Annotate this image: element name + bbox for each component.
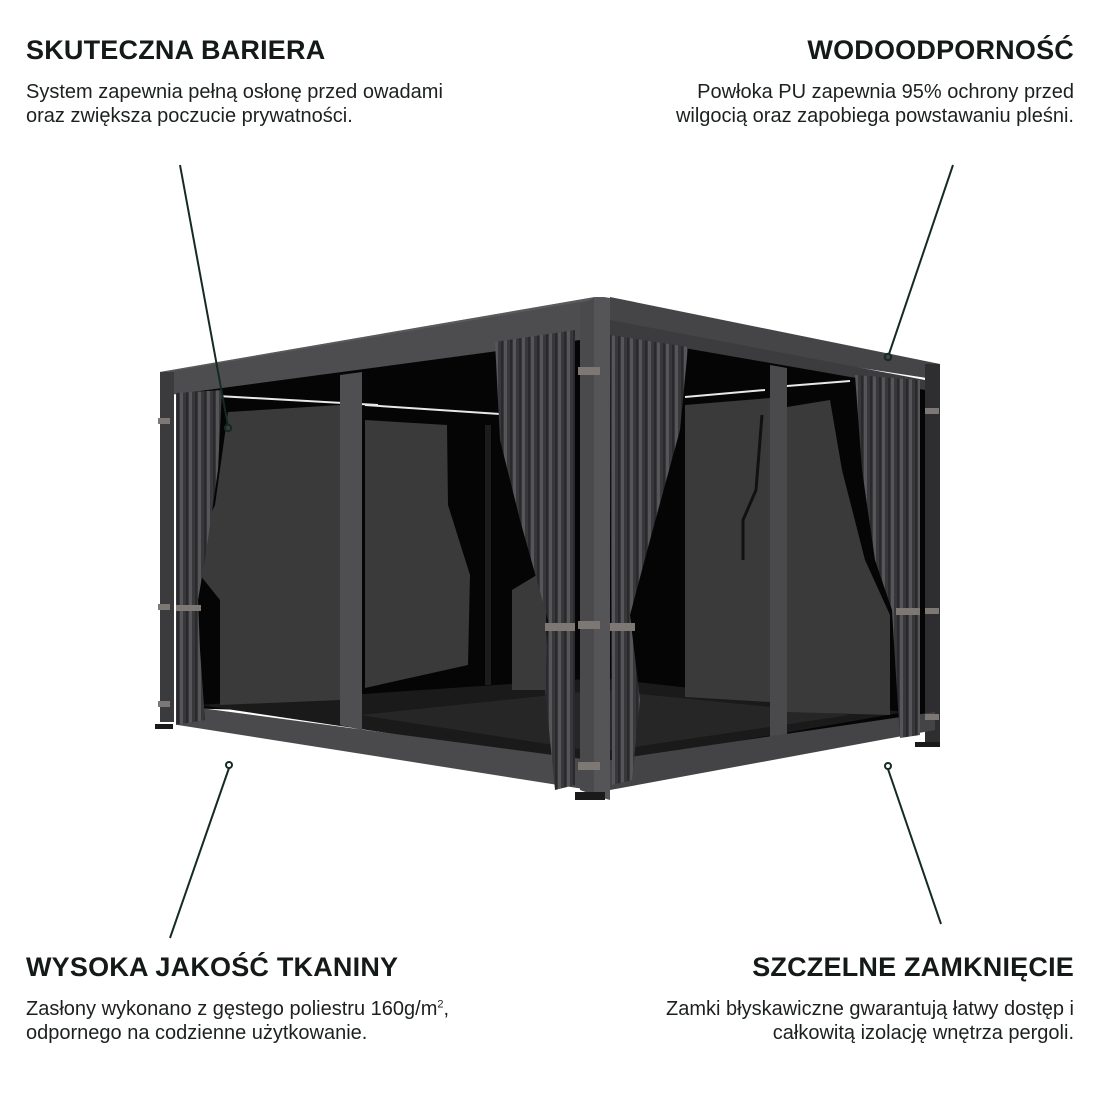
feature-description: Zamki błyskawiczne gwarantują łatwy dost… xyxy=(666,998,1074,1044)
feature-title: SZCZELNE ZAMKNIĘCIE xyxy=(752,952,1074,982)
feature-waterproof: WODOODPORNOŚĆ Powłoka PU zapewnia 95% oc… xyxy=(644,34,1074,128)
description-part: , odpornego na codzienne użytkowanie. xyxy=(26,998,450,1044)
callout-dot-bottom-right xyxy=(884,762,892,770)
feature-effective-barrier: SKUTECZNA BARIERA System zapewnia pełną … xyxy=(26,34,456,128)
callout-line-bottom-left xyxy=(169,767,230,939)
superscript: 2 xyxy=(437,998,444,1011)
feature-tight-closure: SZCZELNE ZAMKNIĘCIE Zamki błyskawiczne g… xyxy=(634,951,1074,1045)
feature-title: SKUTECZNA BARIERA xyxy=(26,35,326,65)
description-part: Zasłony wykonano z gęstego poliestru 160… xyxy=(26,998,438,1020)
curtain-straps xyxy=(158,367,939,770)
feature-title: WODOODPORNOŚĆ xyxy=(807,35,1074,65)
feature-description: Zasłony wykonano z gęstego poliestru 160… xyxy=(26,997,466,1045)
pergola-frame xyxy=(155,297,940,800)
feature-description: Powłoka PU zapewnia 95% ochrony przed wi… xyxy=(675,81,1074,127)
curtains xyxy=(176,330,920,790)
callout-dot-bottom-left xyxy=(225,761,233,769)
feature-fabric-quality: WYSOKA JAKOŚĆ TKANINY Zasłony wykonano z… xyxy=(26,951,466,1045)
callout-lines xyxy=(169,164,954,939)
feature-description: System zapewnia pełną osłonę przed owada… xyxy=(26,81,443,127)
callout-line-bottom-right xyxy=(887,768,942,925)
callout-line-top-left xyxy=(179,164,229,427)
pergola-interior xyxy=(178,330,925,765)
callout-dot-top-left xyxy=(223,423,233,433)
callout-line-top-right xyxy=(888,164,954,355)
feature-title: WYSOKA JAKOŚĆ TKANINY xyxy=(26,952,399,982)
callout-dot-top-right xyxy=(883,352,893,362)
